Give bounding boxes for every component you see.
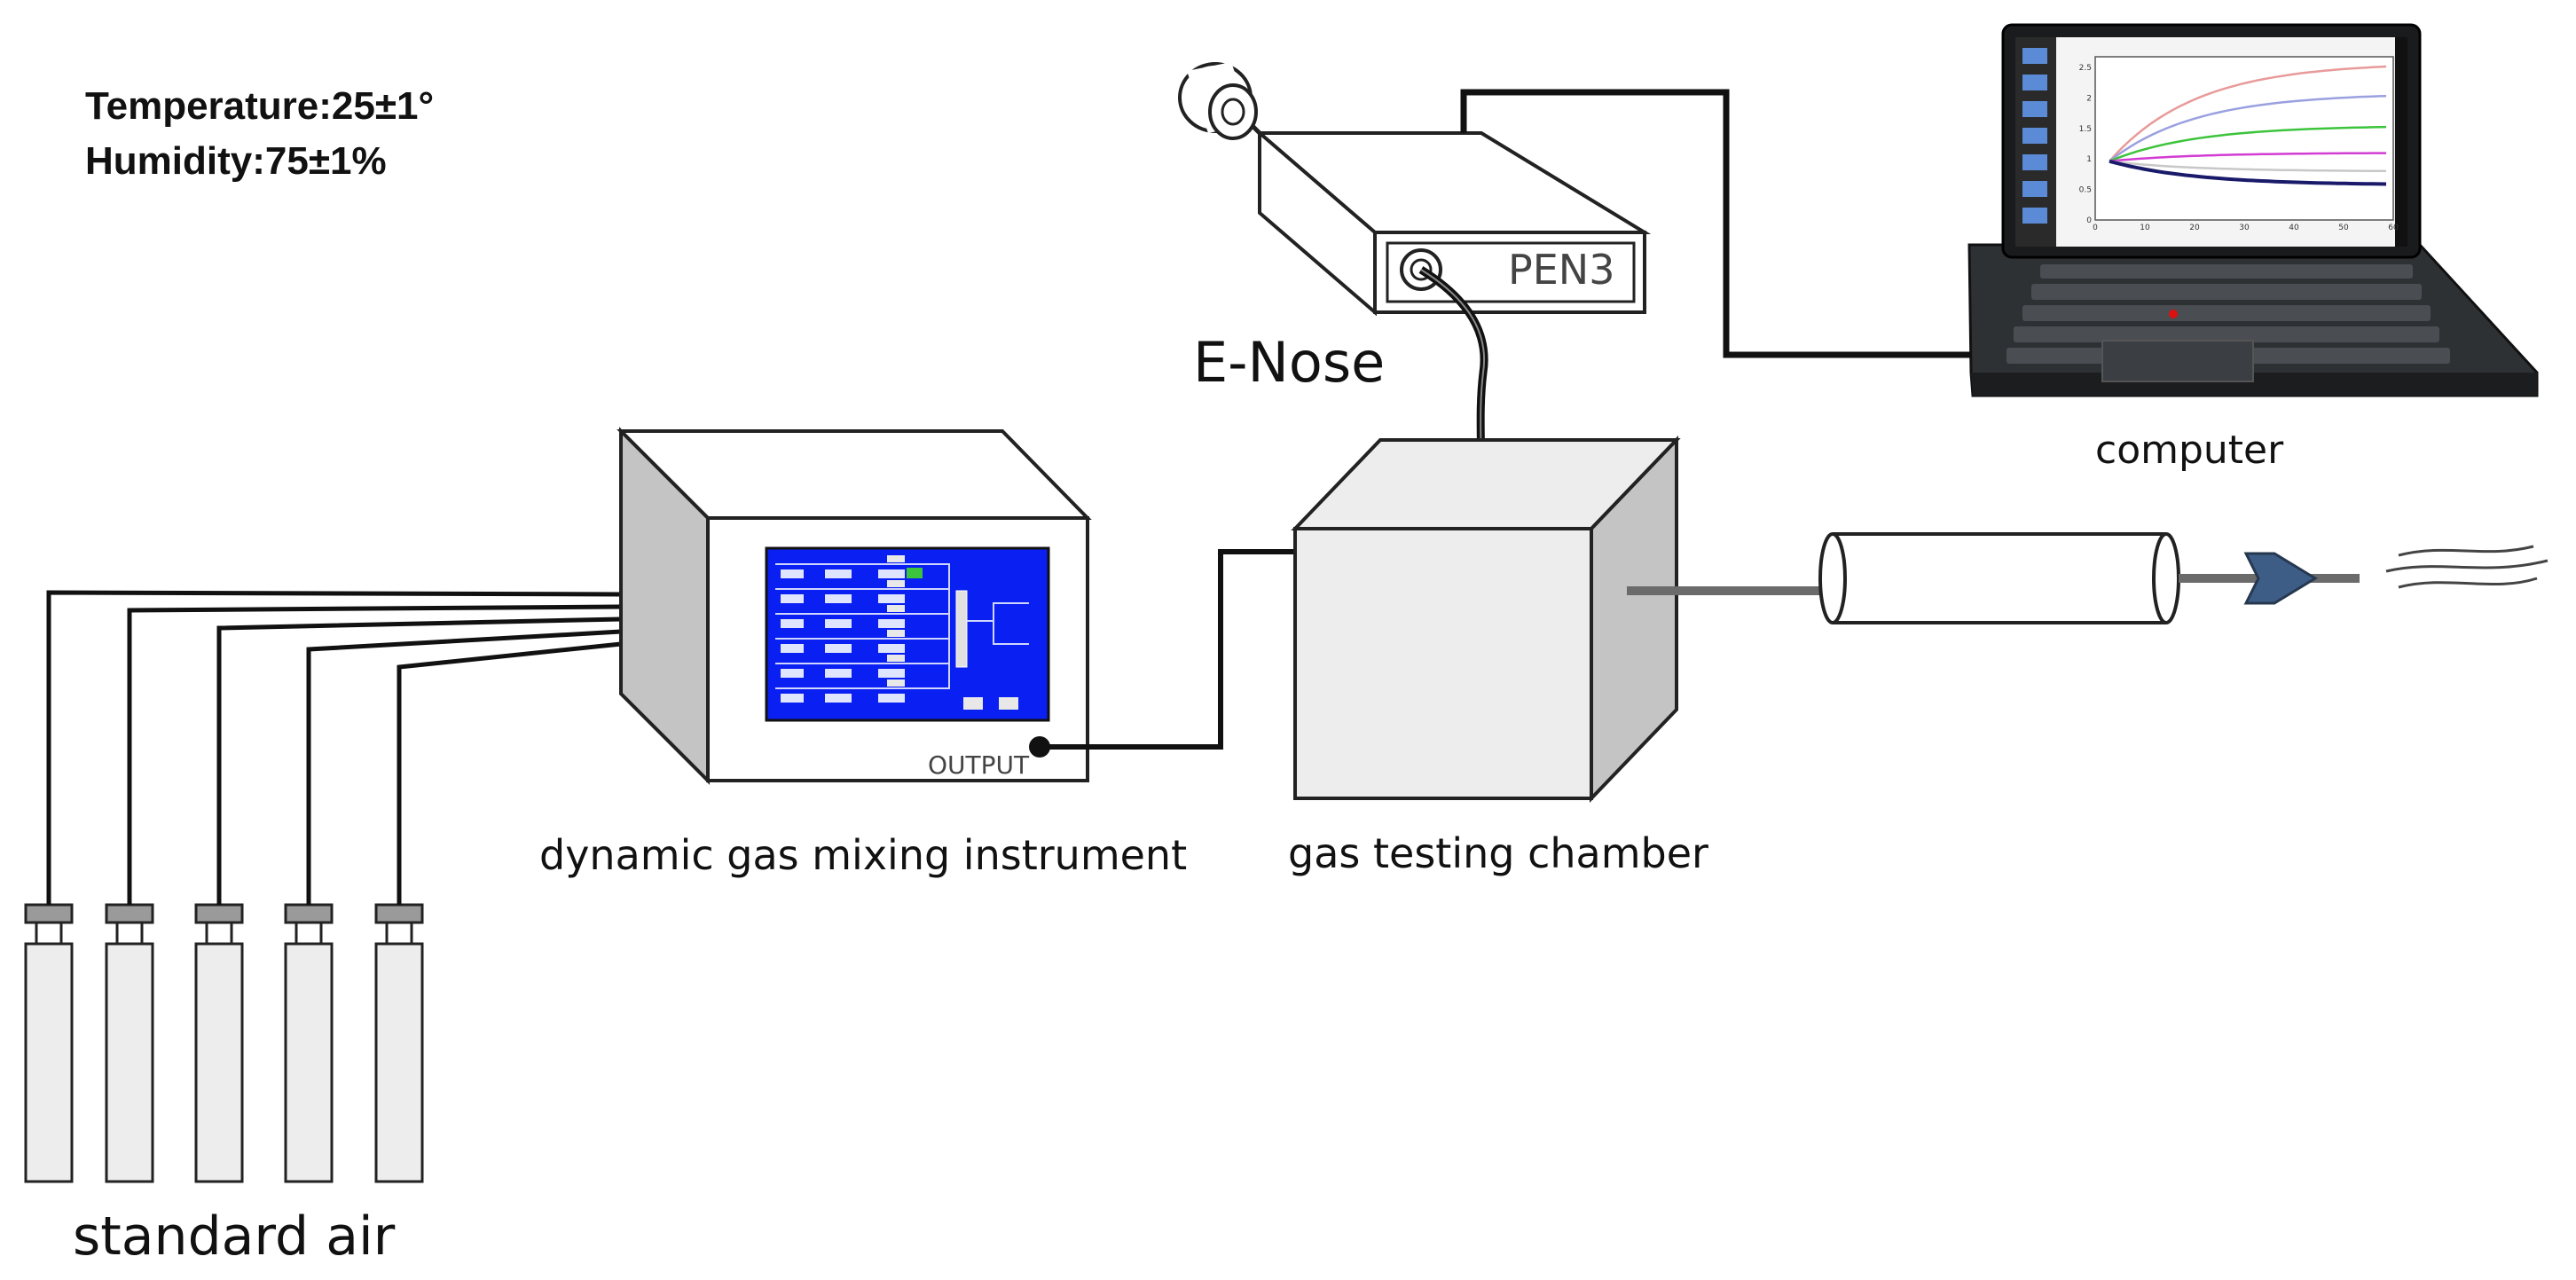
enose-computer-cable [1460,89,1976,358]
mixer-label: dynamic gas mixing instrument [539,831,1187,879]
plot-x-tick: 30 [2239,224,2250,232]
plot-series-line [2109,125,2387,162]
plot-x-tick: 10 [2140,224,2150,232]
trackpoint [2169,310,2178,318]
feed-line [127,604,622,905]
plot-y-tick: 0 [2086,216,2092,225]
laptop: 0 10 20 30 40 50 60 0 0.5 1 1.5 2 2.5 [1967,23,2539,397]
plot-series-line [2109,160,2386,173]
feed-line [46,590,622,905]
gas-cylinder [284,903,334,1183]
cylinder-feed-lines [46,590,622,905]
temperature-label: Temperature:25±1° [85,84,434,128]
exhaust-airflow-icon [2385,545,2549,589]
gas-cylinder [105,903,154,1183]
computer-label: computer [2095,428,2284,473]
plot-y-tick: 1.5 [2079,125,2092,134]
humidity-label: Humidity:75±1% [85,139,387,183]
plot-series-line [2109,94,2387,162]
enose-filter [1178,62,1258,140]
output-label: OUTPUT [928,750,1030,780]
gas-cylinder [374,903,424,1183]
touchpad [2101,340,2254,382]
plot-series-line [2109,65,2387,162]
plot-x-tick: 50 [2338,224,2349,232]
gas-testing-chamber [1291,436,1681,803]
feed-line [306,629,622,905]
standard-air-cylinders [24,903,424,1183]
plot-x-tick: 60 [2388,224,2399,232]
plot-y-tick: 2.5 [2079,64,2092,73]
gas-mixing-instrument: OUTPUT [617,427,1092,785]
plot-series-line [2109,159,2387,186]
feed-line [216,616,622,905]
plot-x-tick: 40 [2289,224,2299,232]
feed-line [397,641,622,905]
pen3-label: PEN3 [1508,246,1614,294]
standard-air-label: standard air [73,1205,396,1268]
plot-x-tick: 0 [2093,224,2098,232]
plot-series-line [2109,152,2386,163]
gas-cylinder [24,903,74,1183]
exhaust-filter [1818,532,2180,624]
enose-label: E-Nose [1193,330,1385,395]
exhaust-arrow-icon [2243,552,2318,605]
laptop-response-plot: 0 10 20 30 40 50 60 0 0.5 1 1.5 2 2.5 [2079,56,2399,232]
gas-cylinder [194,903,244,1183]
plot-y-tick: 0.5 [2079,186,2092,195]
mixer-chamber-line [1040,549,1295,750]
plot-y-tick: 1 [2086,155,2092,164]
plot-y-tick: 2 [2086,94,2092,103]
plot-x-tick: 20 [2189,224,2200,232]
chamber-label: gas testing chamber [1288,829,1708,877]
